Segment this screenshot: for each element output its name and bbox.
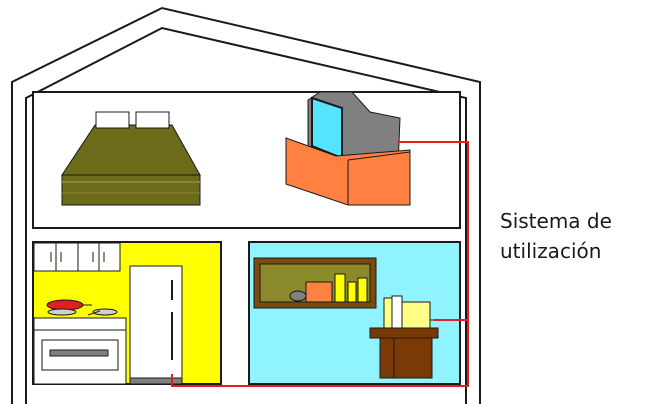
system-label: Sistema de utilización (500, 206, 612, 266)
television (285, 91, 411, 206)
office (248, 241, 461, 385)
kitchen (32, 241, 222, 385)
electrical-wiring (171, 141, 469, 387)
system-label-line1: Sistema de (500, 209, 612, 233)
house-outline (11, 6, 481, 404)
bed (61, 111, 201, 206)
system-label-line2: utilización (500, 239, 602, 263)
